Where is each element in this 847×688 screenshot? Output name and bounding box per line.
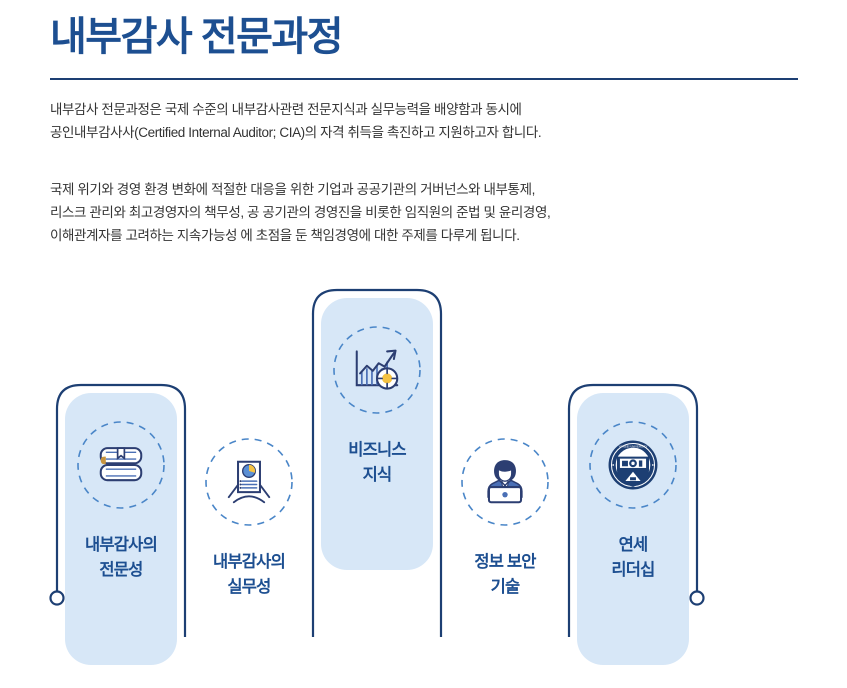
intro-line: 내부감사 전문과정은 국제 수준의 내부감사관련 전문지식과 실무능력을 배양함…: [50, 102, 522, 117]
circle-endpoint-icon: [49, 590, 65, 606]
yonsei-university-emblem-icon: YONSEI UNIVERSITY: [608, 440, 658, 490]
flow-card-internal-audit-expertise[interactable]: 내부감사의 전문성: [65, 393, 177, 665]
circle-endpoint-icon: [689, 590, 705, 606]
label-line: 실무성: [227, 578, 271, 596]
label-line: 비즈니스: [348, 441, 406, 459]
intro-paragraph-1: 내부감사 전문과정은 국제 수준의 내부감사관련 전문지식과 실무능력을 배양함…: [50, 98, 542, 144]
label-line: 기술: [490, 578, 521, 596]
flow-card-label: 연세 리더십: [577, 533, 689, 583]
dashed-ring-icon: [589, 421, 677, 509]
person-laptop-icon: [487, 460, 523, 504]
flow-card-label: 내부감사의 실무성: [193, 550, 305, 600]
dashed-ring-icon: [461, 438, 549, 526]
icon-container: [203, 436, 295, 528]
title-divider: [50, 78, 798, 80]
label-line: 전문성: [99, 561, 143, 579]
flow-card-internal-audit-practice[interactable]: 내부감사의 실무성: [193, 410, 305, 688]
dashed-ring-icon: [77, 421, 165, 509]
flow-connector-path: [49, 288, 705, 637]
intro-line: 리스크 관리와 최고경영자의 책무성, 공 공기관의 경영진을 비롯한 임직원의…: [50, 205, 551, 220]
label-line: 정보 보안: [474, 553, 536, 571]
label-line: 내부감사의: [213, 553, 286, 571]
icon-container: YONSEI UNIVERSITY: [587, 419, 679, 511]
label-line: 내부감사의: [85, 536, 158, 554]
process-flow-diagram: 내부감사의 전문성: [0, 280, 847, 665]
flow-card-information-security[interactable]: 정보 보안 기술: [449, 410, 561, 688]
icon-container: [331, 324, 423, 416]
flow-card-label: 내부감사의 전문성: [65, 533, 177, 583]
icon-container: [75, 419, 167, 511]
icon-container: [459, 436, 551, 528]
audit-report-document-icon: [227, 460, 271, 504]
flow-card-business-knowledge[interactable]: 비즈니스 지식: [321, 298, 433, 570]
growth-chart-target-icon: [355, 349, 399, 390]
stacked-books-icon: [99, 447, 143, 482]
page-title: 내부감사 전문과정: [50, 15, 344, 59]
label-line: 리더십: [611, 561, 655, 579]
label-line: 연세: [618, 536, 649, 554]
flow-card-label: 정보 보안 기술: [449, 550, 561, 600]
flow-card-yonsei-leadership[interactable]: YONSEI UNIVERSITY 연세 리더십: [577, 393, 689, 665]
label-line: 지식: [362, 466, 393, 484]
svg-text:YONSEI UNIVERSITY: YONSEI UNIVERSITY: [619, 444, 648, 448]
dashed-ring-icon: [205, 438, 293, 526]
intro-paragraph-2: 국제 위기와 경영 환경 변화에 적절한 대응을 위한 기업과 공공기관의 거버…: [50, 178, 551, 247]
intro-line: 국제 위기와 경영 환경 변화에 적절한 대응을 위한 기업과 공공기관의 거버…: [50, 182, 535, 197]
intro-line: 이해관계자를 고려하는 지속가능성 에 초점을 둔 책임경영에 대한 주제를 다…: [50, 228, 520, 243]
intro-line: 공인내부감사사(Certified Internal Auditor; CIA)…: [50, 125, 542, 140]
dashed-ring-icon: [333, 326, 421, 414]
flow-card-label: 비즈니스 지식: [321, 438, 433, 488]
